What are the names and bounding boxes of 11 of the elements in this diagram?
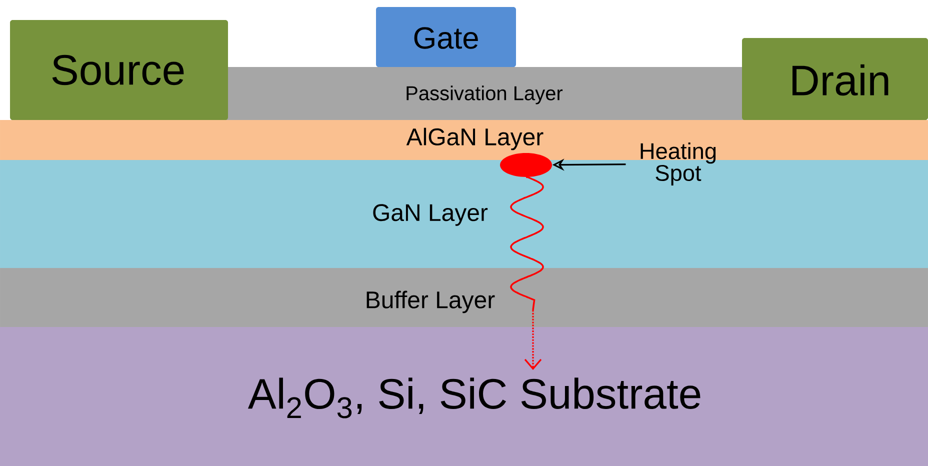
gate-electrode: Gate [376,7,516,67]
layer-label: GaN Layer [373,204,488,226]
drain-electrode: Drain [742,38,928,120]
heat-flow-arrow [510,176,544,370]
layer-label: AlGaN Layer [406,128,544,150]
heating-spot [500,153,552,177]
heating-spot-label: Heating Spot [640,142,716,186]
passivation-layer: Passivation Layer [222,67,746,120]
layer-label: Buffer Layer [366,290,495,314]
source-electrode: Source [10,20,228,120]
layer-label: Al$_{2}$O$_{3}$, Si, SiC Substrate [248,378,700,418]
